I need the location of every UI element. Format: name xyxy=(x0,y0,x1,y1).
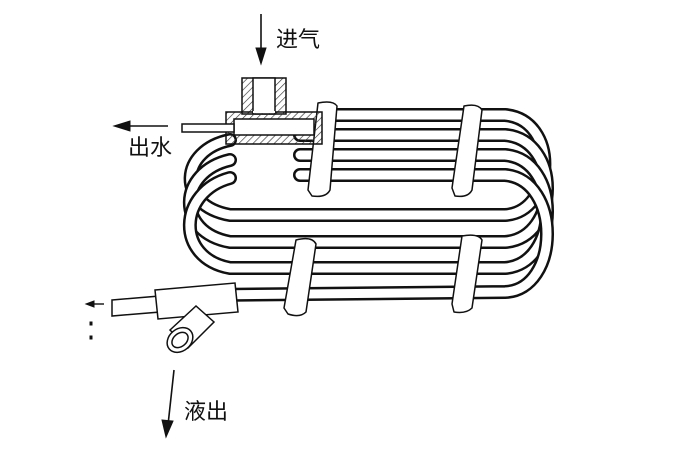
clamp-bottom-right xyxy=(451,234,483,314)
coil-tube-bundle xyxy=(182,108,554,302)
water-out-arrow xyxy=(112,120,168,132)
clamp-bottom-left xyxy=(283,237,317,317)
clamp-top-left xyxy=(307,101,338,198)
tube-clamps xyxy=(283,101,483,317)
liquid-out-label: 液出 xyxy=(184,400,229,425)
liquid-outlet-assembly xyxy=(111,282,239,354)
gas-inlet-fitting xyxy=(181,77,323,145)
water-out-label: 出水 xyxy=(128,136,173,161)
liquid-out-arrow xyxy=(161,369,175,439)
outlet-left-arrow xyxy=(84,300,104,340)
gas-in-arrow xyxy=(255,14,267,66)
gas-in-label: 进气 xyxy=(276,28,321,53)
clamp-top-right xyxy=(451,104,483,198)
